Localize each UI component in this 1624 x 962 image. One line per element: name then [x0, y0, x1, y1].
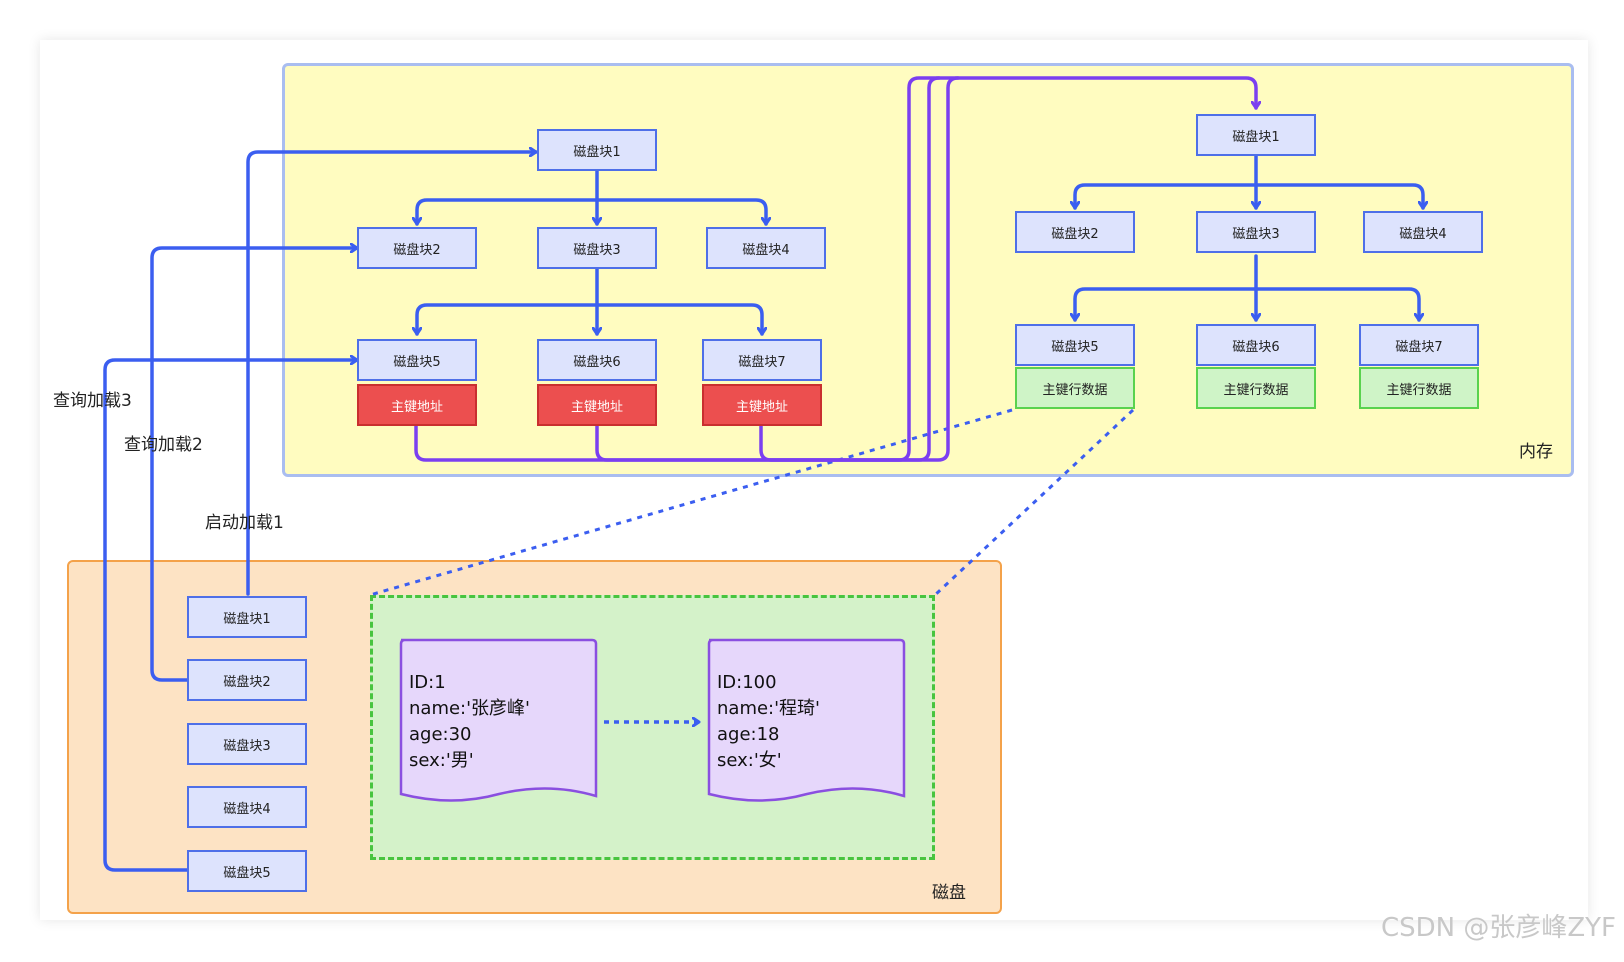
left-tree-edges: [417, 168, 766, 336]
left-leaf-tag-3: 主键地址: [702, 384, 822, 426]
record-card-2: ID:100 name:'程琦' age:18 sex:'女': [709, 640, 907, 800]
right-tree-node-3: 磁盘块3: [1196, 211, 1316, 253]
disk-label: 磁盘: [932, 883, 966, 903]
left-tree-node-1: 磁盘块1: [537, 129, 657, 171]
right-leaf-tag-1: 主键行数据: [1015, 367, 1135, 409]
left-tree-node-5: 磁盘块5: [357, 339, 477, 381]
left-tree-node-4: 磁盘块4: [706, 227, 826, 269]
right-tree-node-1: 磁盘块1: [1196, 114, 1316, 156]
disk-block-1: 磁盘块1: [187, 596, 307, 638]
left-tree-node-7: 磁盘块7: [702, 339, 822, 381]
query-load-2-label: 查询加载2: [124, 435, 203, 455]
record-2-id: ID:100: [717, 672, 777, 693]
right-leaf-tag-2: 主键行数据: [1196, 367, 1316, 409]
right-leaf-tag-3: 主键行数据: [1359, 367, 1479, 409]
record-text-2: ID:100 name:'程琦' age:18 sex:'女': [709, 640, 907, 800]
right-tree-node-5: 磁盘块5: [1015, 324, 1135, 366]
disk-block-5: 磁盘块5: [187, 850, 307, 892]
watermark: CSDN @张彦峰ZYF: [1380, 913, 1616, 943]
left-tree-node-2: 磁盘块2: [357, 227, 477, 269]
record-card-1: ID:1 name:'张彦峰' age:30 sex:'男': [401, 640, 599, 800]
record-1-id: ID:1: [409, 672, 446, 693]
record-1-name: name:'张彦峰': [409, 698, 531, 719]
load-arrows: [103, 152, 538, 872]
disk-block-2: 磁盘块2: [187, 659, 307, 701]
right-tree-node-7: 磁盘块7: [1359, 324, 1479, 366]
record-1-age: age:30: [409, 724, 472, 745]
disk-block-3: 磁盘块3: [187, 723, 307, 765]
disk-block-4: 磁盘块4: [187, 786, 307, 828]
record-2-name: name:'程琦': [717, 698, 821, 719]
right-tree-node-4: 磁盘块4: [1363, 211, 1483, 253]
record-2-age: age:18: [717, 724, 780, 745]
record-shape-2: [707, 638, 906, 802]
query-load-3-label: 查询加载3: [53, 391, 132, 411]
pointer-lines: [414, 76, 1256, 462]
startup-load-1-label: 启动加载1: [205, 513, 284, 533]
left-leaf-tag-2: 主键地址: [537, 384, 657, 426]
left-tree-node-3: 磁盘块3: [537, 227, 657, 269]
record-2-sex: sex:'女': [717, 750, 782, 771]
projection-lines: [369, 408, 1135, 597]
record-1-sex: sex:'男': [409, 750, 474, 771]
record-text-1: ID:1 name:'张彦峰' age:30 sex:'男': [401, 640, 599, 800]
memory-label: 内存: [1519, 442, 1553, 462]
right-tree-edges: [1075, 154, 1423, 322]
left-leaf-tag-1: 主键地址: [357, 384, 477, 426]
right-tree-node-2: 磁盘块2: [1015, 211, 1135, 253]
record-shape-1: [399, 638, 598, 802]
right-tree-node-6: 磁盘块6: [1196, 324, 1316, 366]
left-tree-node-6: 磁盘块6: [537, 339, 657, 381]
